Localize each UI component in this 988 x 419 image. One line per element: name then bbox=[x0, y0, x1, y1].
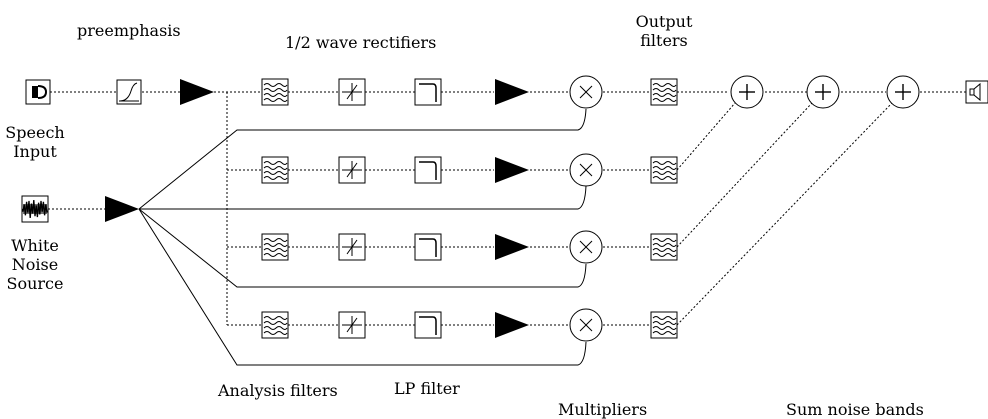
output-filters-label-line1: Output bbox=[635, 12, 693, 31]
bandpass-filter-icon bbox=[261, 311, 289, 339]
mic-head bbox=[37, 85, 48, 99]
adder-circle-icon bbox=[886, 75, 920, 109]
bandpass-filter-icon bbox=[261, 233, 289, 261]
noise-to-mult-2-wire bbox=[139, 185, 587, 210]
multipliers-label: Multipliers bbox=[558, 400, 648, 419]
noise-to-mult-3-wire bbox=[138, 208, 587, 288]
microphone-icon bbox=[25, 79, 51, 105]
sum-noise-bands-label: Sum noise bands bbox=[786, 400, 924, 419]
output-bandpass-filter-icon bbox=[650, 78, 678, 106]
noise-amplifier-icon bbox=[105, 196, 139, 222]
speech-input-label-line2: Input bbox=[13, 142, 57, 161]
preemphasis-label: preemphasis bbox=[77, 21, 181, 40]
noise-source-label-line2: Noise bbox=[11, 255, 59, 274]
band-1-amplifier-icon bbox=[495, 79, 529, 105]
noise-to-mult-1-wire bbox=[138, 108, 587, 210]
band-4-to-sum-wire bbox=[676, 102, 893, 326]
block-frame bbox=[116, 79, 142, 105]
band-3-amplifier-icon bbox=[495, 234, 529, 260]
lowpass-curve bbox=[419, 238, 437, 257]
analysis-filters-label: Analysis filters bbox=[218, 381, 338, 400]
half-wave-rectifier-icon bbox=[338, 311, 366, 339]
cross-mark bbox=[579, 318, 593, 332]
block-frame bbox=[414, 156, 442, 184]
block-frame bbox=[414, 233, 442, 261]
lowpass-curve bbox=[419, 316, 437, 335]
block-frame bbox=[414, 78, 442, 106]
noise-waveform-icon bbox=[21, 195, 49, 223]
lowpass-filter-icon bbox=[414, 311, 442, 339]
speaker-cone bbox=[973, 82, 981, 102]
transfer-line bbox=[346, 239, 358, 255]
highpass-curve-icon bbox=[116, 79, 142, 105]
output-filters-label: Output filters bbox=[634, 12, 694, 50]
lowpass-filter-icon bbox=[414, 233, 442, 261]
speaker-icon bbox=[965, 80, 988, 104]
band-3-to-sum-wire bbox=[676, 102, 813, 248]
output-bandpass-filter-icon bbox=[650, 156, 678, 184]
multiplier-circle-icon bbox=[569, 230, 603, 264]
highpass-curve bbox=[119, 82, 138, 102]
noise-fill bbox=[23, 204, 47, 214]
noise-source-label-line1: White bbox=[11, 236, 59, 255]
band-2-to-sum-wire bbox=[676, 102, 736, 171]
preemphasis-amplifier-icon bbox=[180, 79, 214, 105]
lowpass-filter-icon bbox=[414, 156, 442, 184]
bandpass-filter-icon bbox=[261, 78, 289, 106]
speech-input-label-line1: Speech bbox=[5, 123, 65, 142]
mic-body bbox=[32, 86, 38, 98]
band-2-amplifier-icon bbox=[495, 157, 529, 183]
cross-mark bbox=[579, 85, 593, 99]
bandpass-filter-icon bbox=[261, 156, 289, 184]
speech-input-label: Speech Input bbox=[4, 123, 66, 161]
multiplier-circle-icon bbox=[569, 308, 603, 342]
transfer-line bbox=[346, 317, 358, 333]
transfer-line bbox=[346, 162, 358, 178]
block-frame bbox=[414, 311, 442, 339]
half-wave-rectifier-icon bbox=[338, 233, 366, 261]
half-wave-rectifier-icon bbox=[338, 156, 366, 184]
cross-mark bbox=[579, 240, 593, 254]
output-bandpass-filter-icon bbox=[650, 233, 678, 261]
cross-mark bbox=[579, 163, 593, 177]
speaker-magnet bbox=[969, 88, 975, 96]
lowpass-filter-icon bbox=[414, 78, 442, 106]
adder-circle-icon bbox=[730, 75, 764, 109]
multiplier-circle-icon bbox=[569, 153, 603, 187]
multiplier-circle-icon bbox=[569, 75, 603, 109]
noise-source-label-line3: Source bbox=[6, 274, 64, 293]
transfer-line bbox=[346, 84, 358, 100]
lowpass-curve bbox=[419, 83, 437, 102]
adder-circle-icon bbox=[806, 75, 840, 109]
output-bandpass-filter-icon bbox=[650, 311, 678, 339]
output-filters-label-line2: filters bbox=[640, 31, 688, 50]
half-wave-rectifier-icon bbox=[338, 78, 366, 106]
noise-source-label: White Noise Source bbox=[2, 236, 68, 293]
block-frame bbox=[650, 156, 678, 184]
lp-filter-label: LP filter bbox=[394, 379, 460, 398]
band-4-amplifier-icon bbox=[495, 312, 529, 338]
rectifiers-label: 1/2 wave rectifiers bbox=[285, 33, 437, 52]
noise-to-mult-4-wire bbox=[138, 208, 587, 366]
lowpass-curve bbox=[419, 161, 437, 180]
